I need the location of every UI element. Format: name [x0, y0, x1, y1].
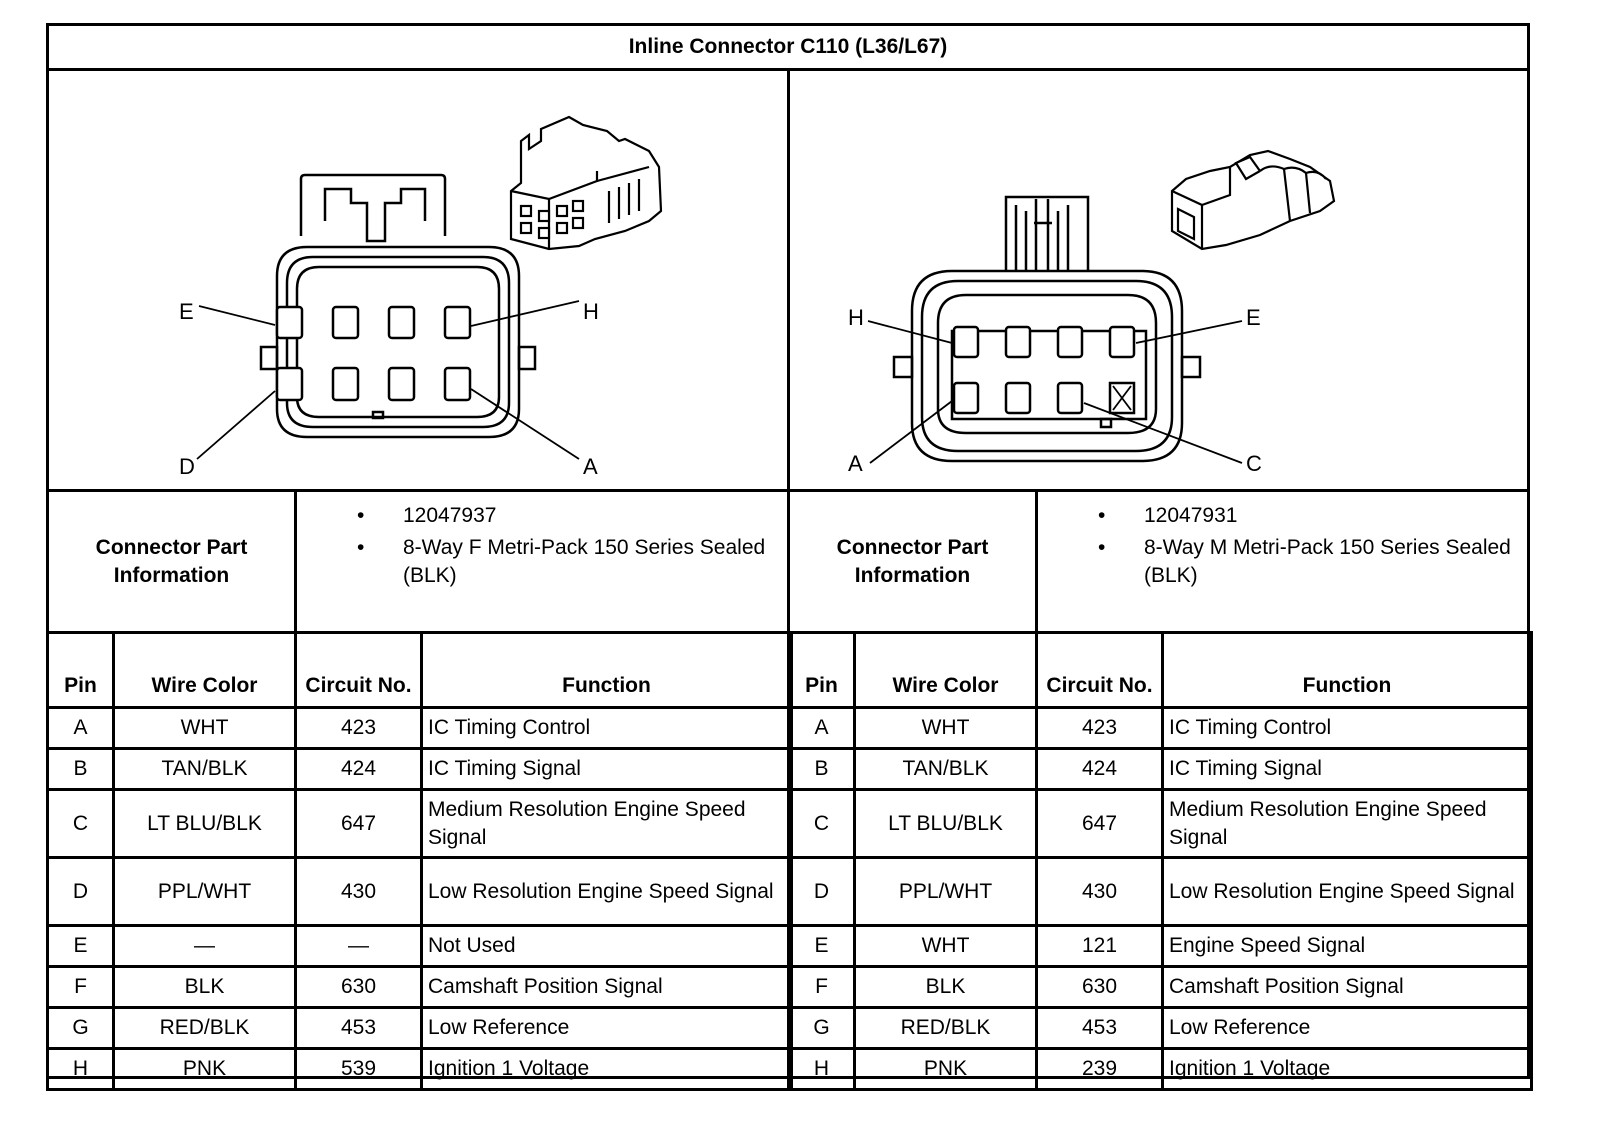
part-info-label: Connector Part Information	[49, 492, 297, 631]
cavity	[275, 305, 304, 340]
male-connector-drawing	[867, 149, 1336, 464]
list-item: •12047931	[1038, 502, 1527, 530]
pin-label-c: C	[1246, 451, 1262, 476]
bullet-icon: •	[357, 536, 365, 559]
bullet-icon: •	[1098, 504, 1106, 527]
pin-label-e: E	[179, 299, 194, 324]
header-pin: Pin	[46, 631, 115, 709]
part-info-label: Connector Part Information	[790, 492, 1038, 631]
header-circuit-no: Circuit No.	[294, 631, 423, 709]
pin-label-a: A	[583, 454, 598, 479]
header-pin: Pin	[787, 631, 856, 709]
list-item: •8-Way F Metri-Pack 150 Series Sealed (B…	[357, 536, 766, 587]
header-wire-color: Wire Color	[112, 631, 297, 709]
right-connector-diagram: H E A C	[790, 71, 1527, 489]
table-row: E——Not Used	[46, 924, 793, 968]
cavity	[331, 366, 360, 402]
pin-label-h: H	[583, 299, 599, 324]
pin-label-e: E	[1246, 305, 1261, 330]
connector-sheet: Inline Connector C110 (L36/L67)	[46, 23, 1533, 1091]
header-wire-color: Wire Color	[853, 631, 1038, 709]
right-cavities	[952, 325, 1136, 415]
pin-label-h: H	[848, 305, 864, 330]
cavity	[1004, 381, 1032, 415]
female-connector-3d-icon	[509, 115, 663, 251]
header-circuit-no: Circuit No.	[1035, 631, 1164, 709]
cavity	[387, 366, 416, 402]
cavity	[1056, 381, 1084, 415]
left-cavities	[275, 305, 472, 402]
female-connector-drawing	[196, 115, 663, 460]
part-info-list: •12047931 •8-Way M Metri-Pack 150 Series…	[1038, 492, 1527, 631]
left-part-info: Connector Part Information •12047937 •8-…	[49, 489, 787, 634]
cavity	[952, 381, 980, 415]
cavity	[331, 305, 360, 340]
cavity	[443, 366, 472, 402]
list-item: •8-Way M Metri-Pack 150 Series Sealed (B…	[1098, 536, 1511, 587]
male-connector-3d-icon	[1170, 149, 1336, 251]
cavity	[1056, 325, 1084, 359]
bullet-icon: •	[357, 504, 365, 527]
header-function: Function	[1161, 631, 1533, 709]
cavity	[443, 305, 472, 340]
pin-label-a: A	[848, 451, 863, 476]
header-function: Function	[420, 631, 793, 709]
cavity	[1108, 325, 1136, 359]
cavity	[1004, 325, 1032, 359]
left-connector-diagram: E H D A	[49, 71, 787, 489]
list-item: •12047937	[297, 502, 787, 530]
right-part-info: Connector Part Information •12047931 •8-…	[790, 489, 1527, 634]
center-divider	[787, 71, 790, 1076]
cavity	[387, 305, 416, 340]
page-title: Inline Connector C110 (L36/L67)	[49, 26, 1527, 71]
bullet-icon: •	[1098, 536, 1106, 559]
part-info-list: •12047937 •8-Way F Metri-Pack 150 Series…	[297, 492, 787, 631]
pin-label-d: D	[179, 454, 195, 479]
cavity	[952, 325, 980, 359]
cavity	[275, 366, 304, 402]
